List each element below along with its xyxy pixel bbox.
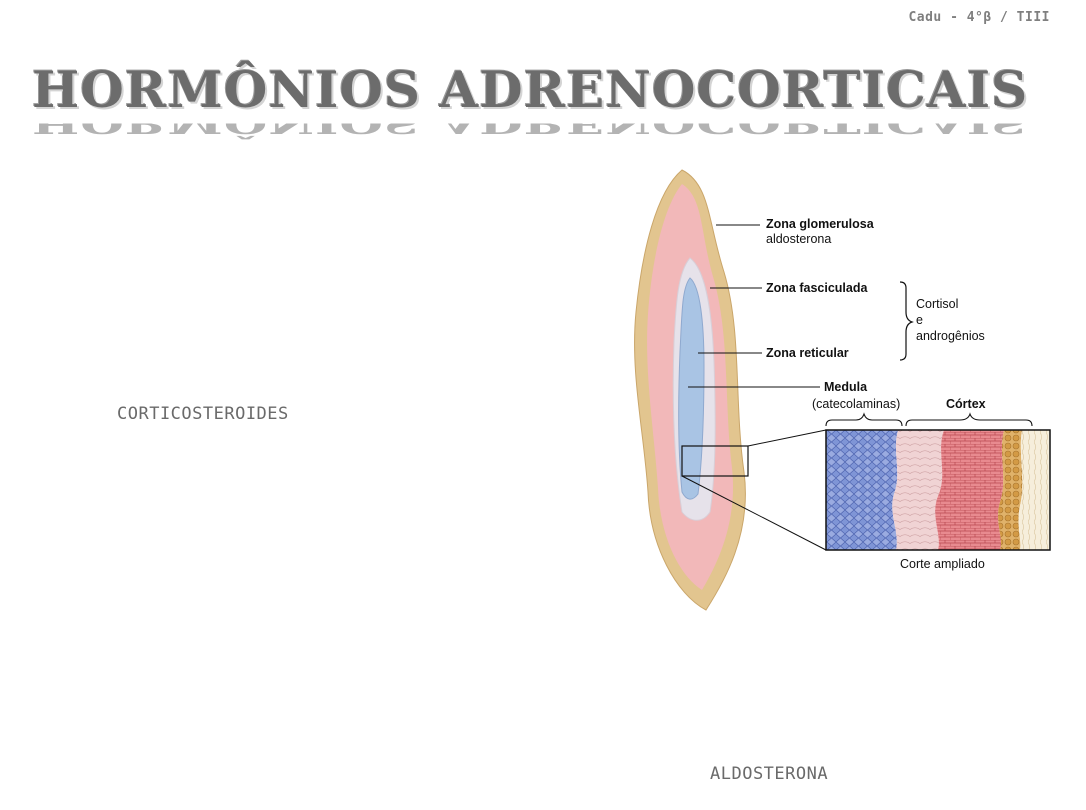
label-medula: Medula (824, 380, 868, 394)
corticosteroides-text: CORTICOSTEROIDES (117, 404, 289, 424)
page-title: HORMÔNIOS ADRENOCORTICAIS (32, 60, 1028, 119)
corner-label: Cadu - 4°β / TIII (908, 10, 1050, 25)
label-catecolaminas: (catecolaminas) (812, 397, 900, 411)
label-zona-fasciculada: Zona fasciculada (766, 281, 868, 295)
label-androgenios: androgênios (916, 329, 985, 343)
label-corte-ampliado: Corte ampliado (900, 557, 985, 571)
magnified-section (826, 430, 1050, 550)
adrenal-gland-diagram: Zona glomerulosa aldosterona Zona fascic… (620, 162, 1060, 622)
label-cortisol: Cortisol (916, 297, 958, 311)
label-zona-reticular: Zona reticular (766, 346, 849, 360)
title-block: HORMÔNIOS ADRENOCORTICAIS HORMÔNIOS ADRE… (32, 60, 1032, 140)
aldosterona-text: ALDOSTERONA (710, 764, 828, 784)
label-aldosterona: aldosterona (766, 232, 831, 246)
label-zona-glomerulosa: Zona glomerulosa (766, 217, 875, 231)
label-cortex: Córtex (946, 397, 986, 411)
label-e: e (916, 313, 923, 327)
